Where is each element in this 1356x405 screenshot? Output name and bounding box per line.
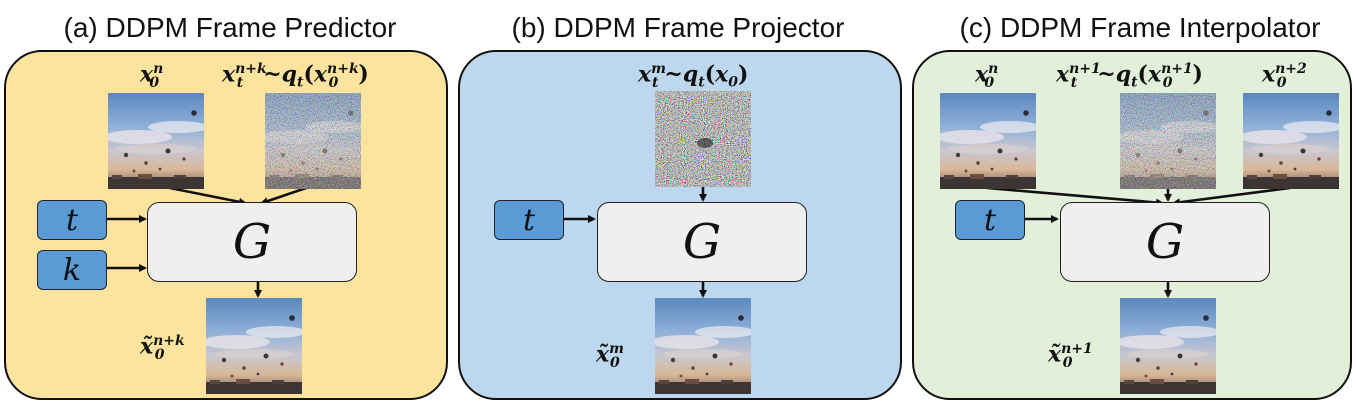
label-a-output: x̃n+k0 [140, 333, 185, 363]
frame-b-output-image [655, 298, 751, 394]
frame-a-condition-image [108, 93, 204, 189]
input-c-t: t [955, 200, 1025, 240]
label-c-noisy: xn+1t~qt(xn+10) [1056, 61, 1203, 91]
label-a-noisy: xn+kt~qt(xn+k0) [222, 61, 369, 91]
label-c-cond1: xn0 [975, 61, 999, 91]
arrow-c-cond2 [1172, 186, 1291, 207]
frame-c-output-image [1120, 298, 1216, 394]
frame-a-output-image [206, 298, 302, 394]
frame-c-condition1-image [940, 93, 1036, 189]
input-a-k: k [37, 250, 107, 290]
arrow-c-cond1 [986, 186, 1164, 207]
generator-b-box: G [597, 202, 807, 282]
label-c-output: x̃n+10 [1048, 341, 1093, 371]
frame-b-noisy-image [655, 91, 751, 187]
panel-a-title: (a) DDPM Frame Predictor [63, 12, 397, 43]
label-b-noisy: xmt~qt(x0) [638, 61, 749, 91]
frame-a-noisy-image [265, 93, 361, 189]
frame-c-condition2-image [1243, 93, 1339, 189]
panel-b-title: (b) DDPM Frame Projector [511, 12, 845, 43]
generator-c-box: G [1060, 202, 1270, 282]
label-b-output: x̃m0 [596, 341, 624, 371]
panel-c-title: (c) DDPM Frame Interpolator [959, 12, 1321, 43]
frame-c-noisy-image [1120, 93, 1216, 189]
input-a-t: t [37, 200, 107, 240]
input-b-t: t [494, 200, 564, 240]
generator-a-box: G [147, 202, 357, 282]
label-a-cond: xn0 [140, 61, 164, 91]
label-c-cond2: xn+20 [1262, 61, 1307, 91]
